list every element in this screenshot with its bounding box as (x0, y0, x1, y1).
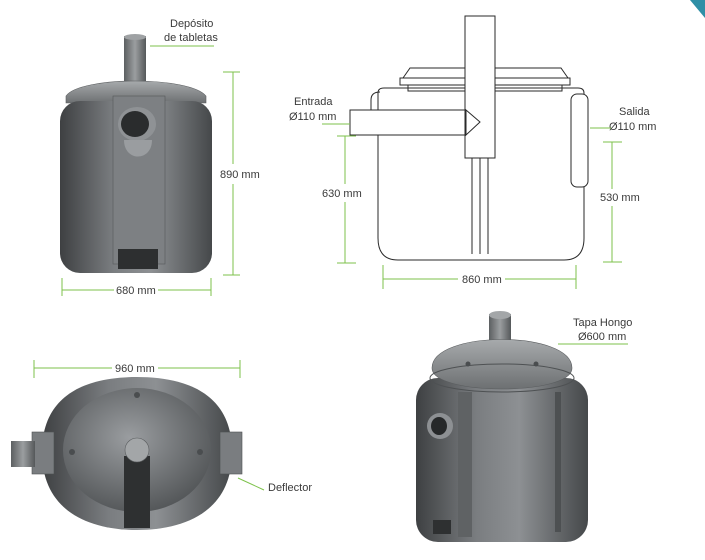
section-outlet-box (570, 93, 589, 188)
top-view-tank (11, 377, 243, 530)
top-inlet-pipe (11, 441, 35, 467)
persp-bottom-slot (433, 520, 451, 534)
persp-bolt-2 (533, 361, 539, 367)
label-entrada-line2: Ø110 mm (289, 111, 336, 123)
front-top-pipe (124, 36, 146, 82)
top-left-lug (31, 431, 55, 475)
persp-inlet-hole (431, 417, 447, 435)
label-630: 630 mm (322, 188, 362, 200)
label-deposito-line2: de tabletas (164, 32, 218, 44)
top-bolt-2 (197, 449, 203, 455)
front-dimensions: Depósito de tabletas 890 mm 680 mm (61, 18, 260, 297)
front-view-tank (60, 34, 212, 273)
front-lid (65, 80, 207, 104)
top-deflector-channel (124, 456, 150, 528)
section-inlet-pipe (349, 109, 476, 136)
perspective-view-tank (416, 311, 588, 542)
persp-body (416, 378, 588, 542)
label-530: 530 mm (600, 192, 640, 204)
front-top-pipe-cap (124, 34, 146, 40)
label-860: 860 mm (462, 274, 502, 286)
section-shoulder-left (370, 91, 381, 112)
section-tee-junction (465, 108, 481, 137)
top-right-lug (219, 431, 243, 475)
corner-accent-shape (690, 0, 705, 18)
section-view-tank (349, 15, 589, 261)
label-960: 960 mm (115, 363, 155, 375)
section-body-outline (377, 87, 585, 261)
persp-side-rib (555, 392, 561, 532)
label-deposito-line1: Depósito (170, 18, 213, 30)
label-deflector: Deflector (268, 482, 312, 494)
label-entrada-line1: Entrada (294, 96, 333, 108)
persp-side-housing (458, 392, 472, 537)
section-dimensions: Entrada Ø110 mm Salida Ø110 mm 630 mm 53… (289, 96, 656, 289)
front-inlet-bulge (124, 140, 152, 157)
persp-top-pipe-cap (489, 311, 511, 319)
persp-lid-rim (429, 363, 575, 393)
front-inlet-hole (121, 111, 149, 137)
label-tapa-line1: Tapa Hongo (573, 317, 632, 329)
deflector-leader-line (237, 477, 265, 491)
top-bolt-3 (134, 392, 140, 398)
persp-bolt-1 (465, 361, 471, 367)
label-tapa-line2: Ø600 mm (578, 331, 626, 343)
section-vertical-pipe (464, 15, 496, 159)
label-salida-line1: Salida (619, 106, 650, 118)
front-bottom-slot (118, 249, 158, 269)
top-bolt-1 (69, 449, 75, 455)
top-center-boss (124, 437, 150, 463)
label-890: 890 mm (220, 169, 260, 181)
top-dimensions: 960 mm Deflector (33, 360, 312, 494)
label-680: 680 mm (116, 285, 156, 297)
label-salida-line2: Ø110 mm (609, 121, 656, 133)
perspective-dimensions: Tapa Hongo Ø600 mm (558, 317, 632, 345)
